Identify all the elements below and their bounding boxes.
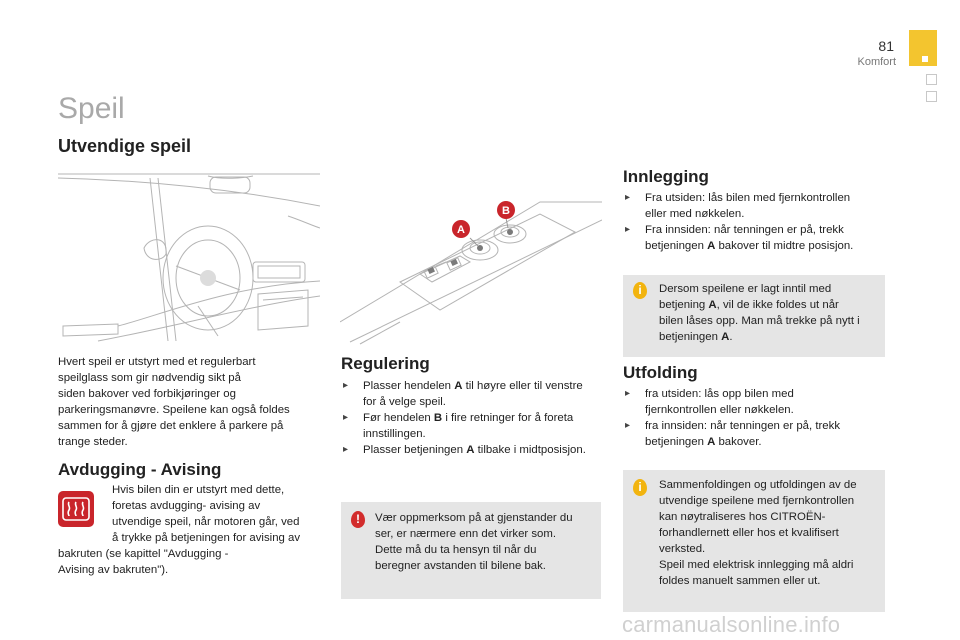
- warning-line: Dette må du ta hensyn til når du: [375, 544, 537, 556]
- info-line: verksted.: [659, 543, 706, 555]
- info-line: utvendige speilene med fjernkontrollen: [659, 495, 855, 507]
- info-box: i Sammenfoldingen og utfoldingen av de u…: [623, 470, 885, 612]
- intro-line: trange steder.: [58, 436, 128, 448]
- info-line: foldes manuelt sammen eller ut.: [659, 575, 821, 587]
- label-b-marker: [497, 201, 515, 219]
- intro-line: Hvert speil er utstyrt med et regulerbar…: [58, 356, 256, 368]
- list-item: Før hendelen B i fire retninger for å fo…: [341, 410, 606, 442]
- avdugging-line: bakruten (se kapittel "Avdugging -: [58, 548, 229, 560]
- warning-box: ! Vær oppmerksom på at gjenstander du se…: [341, 502, 601, 599]
- label-b: B: [502, 205, 510, 217]
- info-line: Sammenfoldingen og utfoldingen av de: [659, 479, 857, 491]
- mirror-control-illustration: A B: [340, 201, 602, 345]
- intro-line: parkeringsmanøvre. Speilene kan også fol…: [58, 404, 290, 416]
- list-item: fra innsiden: når tenningen er på, trekk…: [623, 418, 888, 450]
- rear-defrost-icon: [58, 491, 94, 527]
- info-icon: i: [633, 282, 647, 299]
- car-interior-illustration: [58, 173, 320, 342]
- info-box: i Dersom speilene er lagt inntil med bet…: [623, 275, 885, 357]
- warning-line: ser, er nærmere enn det virker som.: [375, 528, 557, 540]
- info-icon: i: [633, 479, 647, 496]
- intro-line: sammen for å gjøre det enklere å parkere…: [58, 420, 284, 432]
- avdugging-line: Avising av bakruten").: [58, 564, 169, 576]
- info-line: kan nøytraliseres hos CITROËN-: [659, 511, 826, 523]
- avdugging-line: å trykke på betjeningen for avising av: [112, 532, 301, 544]
- info-line: Dersom speilene er lagt inntil med: [659, 283, 832, 295]
- section-heading: Utvendige speil: [58, 136, 192, 156]
- section-label: Komfort: [857, 56, 896, 68]
- page-number: 81: [878, 38, 894, 54]
- avdugging-line: utvendige speil, når motoren går, ved: [112, 516, 300, 528]
- chapter-tab: [909, 30, 937, 66]
- utfolding-list: fra utsiden: lås opp bilen medfjernkontr…: [623, 386, 888, 450]
- intro-line: siden bakover ved forbikjøringer og: [58, 388, 236, 400]
- chapter-tab-marker: [926, 74, 937, 85]
- avdugging-line: foretas avdugging- avising av: [112, 500, 261, 512]
- label-a-marker: [452, 220, 470, 238]
- warning-line: beregner avstanden til bilene bak.: [375, 560, 546, 572]
- avdugging-heading: Avdugging - Avising: [58, 460, 222, 479]
- intro-line: speilglass som gir nødvendig sikt på: [58, 372, 241, 384]
- regulering-list: Plasser hendelen A til høyre eller til v…: [341, 378, 606, 458]
- info-line: Speil med elektrisk innlegging må aldri: [659, 559, 854, 571]
- avdugging-line: Hvis bilen din er utstyrt med dette,: [112, 484, 285, 496]
- intro-paragraph: Hvert speil er utstyrt med et regulerbar…: [58, 354, 318, 450]
- list-item: Plasser betjeningen A tilbake i midtposi…: [341, 442, 606, 458]
- avdugging-text: Hvis bilen din er utstyrt med dette, for…: [112, 482, 322, 546]
- info-line: forhandlernett eller hos et kvalifisert: [659, 527, 839, 539]
- utfolding-heading: Utfolding: [623, 363, 698, 382]
- avdugging-text-cont: bakruten (se kapittel "Avdugging - Avisi…: [58, 546, 318, 578]
- label-a: A: [457, 224, 465, 236]
- page-title: Speil: [58, 92, 125, 125]
- list-item: Fra utsiden: lås bilen med fjernkontroll…: [623, 190, 888, 222]
- list-item: fra utsiden: lås opp bilen medfjernkontr…: [623, 386, 888, 418]
- watermark: carmanualsonline.info: [622, 612, 841, 637]
- innlegging-heading: Innlegging: [623, 167, 709, 186]
- info-line: betjening A, vil de ikke foldes ut når: [659, 299, 839, 311]
- list-item: Plasser hendelen A til høyre eller til v…: [341, 378, 606, 410]
- warning-line: Vær oppmerksom på at gjenstander du: [375, 512, 573, 524]
- innlegging-list: Fra utsiden: lås bilen med fjernkontroll…: [623, 190, 888, 254]
- info-line: betjeningen A.: [659, 331, 733, 343]
- chapter-tab-marker: [926, 91, 937, 102]
- regulering-heading: Regulering: [341, 354, 430, 373]
- warning-icon: !: [351, 511, 365, 528]
- list-item: Fra innsiden: når tenningen er på, trekk…: [623, 222, 888, 254]
- info-line: bilen låses opp. Man må trekke på nytt i: [659, 315, 860, 327]
